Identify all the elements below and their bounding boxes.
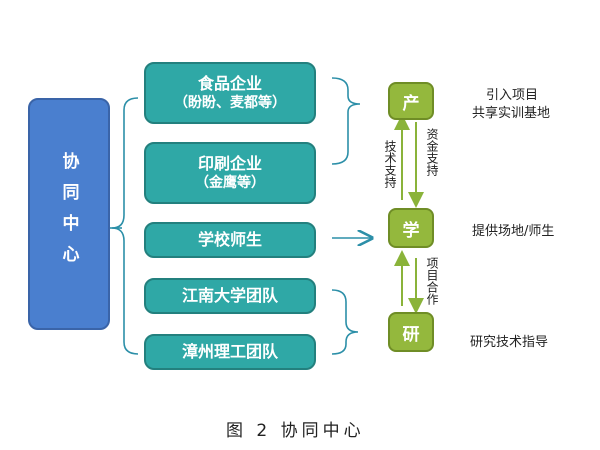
fund-support-label: 资金支持 [425,128,439,176]
printing-enterprise-title: 印刷企业 [197,153,262,173]
research-node: 研 [388,312,434,352]
printing-enterprise-examples: （金鹰等） [195,175,265,192]
academy-node-label: 学 [402,220,420,241]
industry-desc-line1: 引入项目 [486,88,539,103]
project-coop-label: 项目合作 [425,257,439,305]
industry-desc-line2: 共享实训基地 [472,106,551,121]
tech-support-label: 技术支持 [383,140,397,188]
food-enterprise-examples: （盼盼、麦都等） [174,95,286,112]
figure-caption: 图 2 协同中心 [226,421,365,441]
printing-enterprise-box: 印刷企业 （金鹰等） [144,142,316,204]
academy-node: 学 [388,208,434,248]
food-enterprise-title: 食品企业 [197,73,262,93]
zhangzhou-team-box: 漳州理工团队 [144,334,316,370]
left-bracket [111,97,139,355]
school-teachers-students-label: 学校师生 [197,230,262,250]
enterprise-bracket [331,77,361,165]
industry-node: 产 [388,82,434,120]
research-desc: 研究技术指导 [470,335,549,350]
jiangnan-team-label: 江南大学团队 [181,286,278,306]
research-node-label: 研 [402,324,420,345]
center-label: 协同中心 [58,152,79,276]
academy-desc: 提供场地/师生 [472,224,555,239]
food-enterprise-box: 食品企业 （盼盼、麦都等） [144,62,316,124]
zhangzhou-team-label: 漳州理工团队 [181,342,278,362]
industry-node-label: 产 [402,93,420,114]
jiangnan-team-box: 江南大学团队 [144,278,316,314]
center-box: 协同中心 [28,98,110,330]
school-teachers-students-box: 学校师生 [144,222,316,258]
team-bracket [331,289,359,355]
